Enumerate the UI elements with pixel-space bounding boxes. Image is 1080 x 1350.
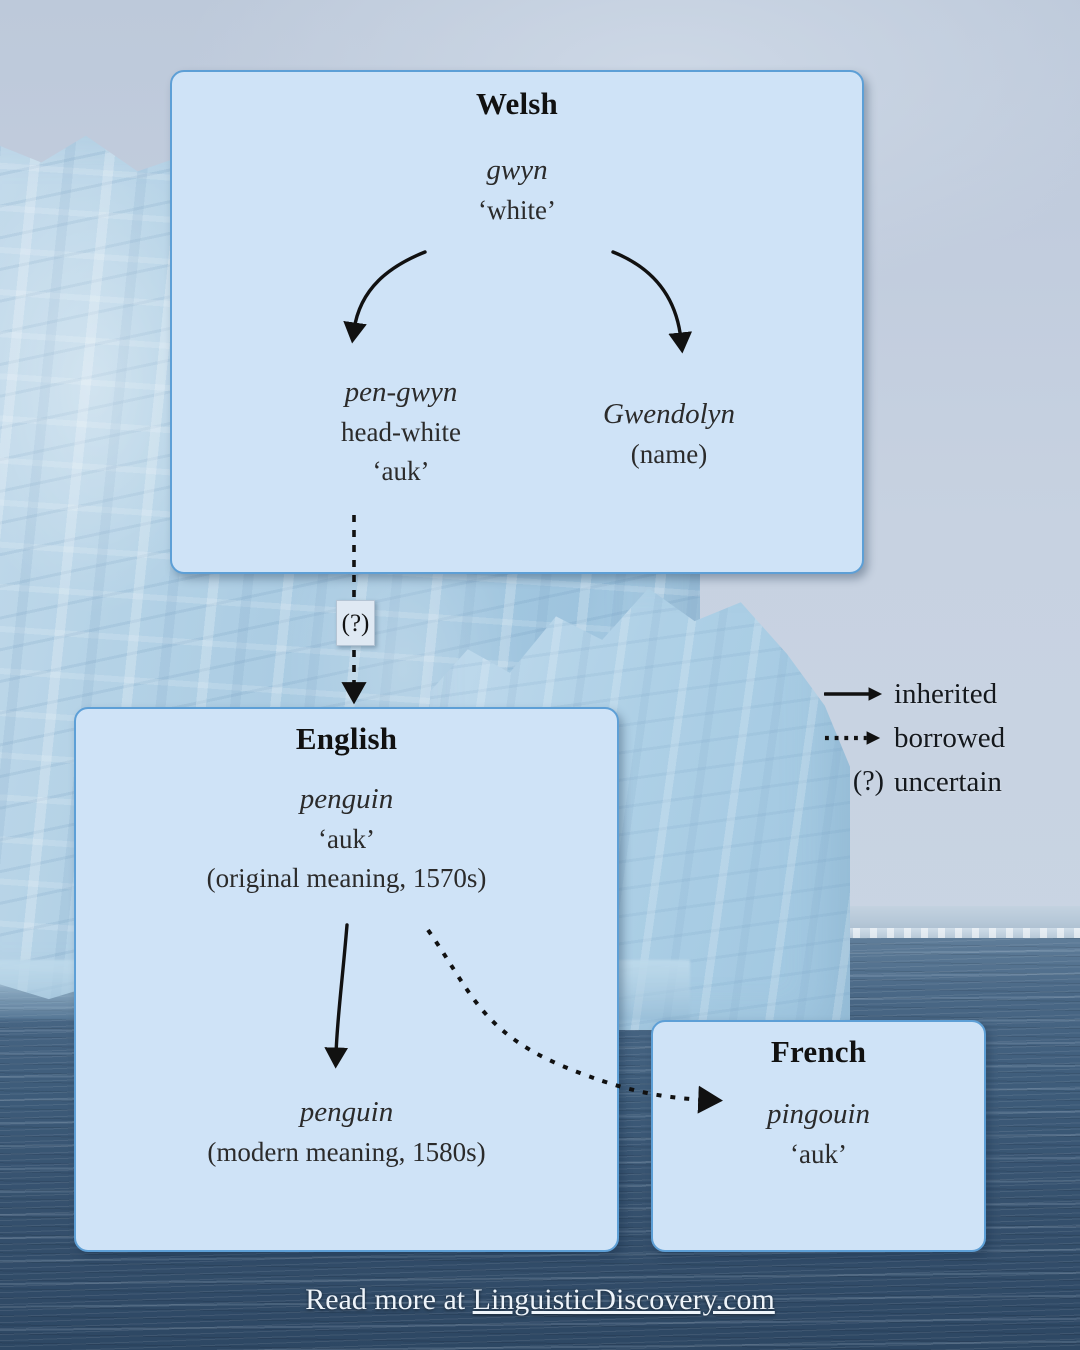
- solid-arrow-icon: [824, 684, 894, 704]
- english-modern-word: penguin: [299, 1096, 394, 1128]
- legend-row-uncertain: (?) uncertain: [824, 760, 1060, 804]
- french-entry: pingouin ‘auk’: [653, 1094, 984, 1174]
- welsh-gwendolyn-word: Gwendolyn: [602, 398, 736, 430]
- language-box-french: French pingouin ‘auk’: [651, 1020, 986, 1252]
- box-title-english: English: [295, 721, 398, 756]
- language-box-welsh: Welsh gwyn ‘white’ pen-gwyn head-white ‘…: [170, 70, 864, 574]
- welsh-gwendolyn-note: (name): [630, 439, 708, 470]
- english-modern-note: (modern meaning, 1580s): [207, 1137, 486, 1168]
- french-word: pingouin: [766, 1098, 871, 1130]
- legend-row-inherited: inherited: [824, 672, 1060, 716]
- english-original-word: penguin: [299, 783, 394, 815]
- legend-label-uncertain: uncertain: [894, 765, 1002, 798]
- legend-row-borrowed: borrowed: [824, 716, 1060, 760]
- legend-label-borrowed: borrowed: [894, 721, 1006, 754]
- language-box-english: English penguin ‘auk’ (original meaning,…: [74, 707, 619, 1252]
- french-gloss: ‘auk’: [790, 1139, 847, 1170]
- english-original-gloss: ‘auk’: [318, 824, 375, 855]
- footer-prefix: Read more at: [305, 1283, 473, 1316]
- uncertain-marker-icon: (?): [824, 766, 894, 798]
- box-title-french: French: [770, 1034, 867, 1069]
- english-original-entry: penguin ‘auk’ (original meaning, 1570s): [76, 779, 617, 897]
- welsh-root-gloss: ‘white’: [478, 195, 556, 226]
- english-modern-entry: penguin (modern meaning, 1580s): [76, 1092, 617, 1172]
- welsh-gwendolyn-entry: Gwendolyn (name): [538, 394, 800, 474]
- uncertain-glyph: (?): [852, 766, 884, 797]
- english-original-note: (original meaning, 1570s): [206, 862, 487, 893]
- welsh-pengwyn-word: pen-gwyn: [344, 376, 458, 408]
- footer-url[interactable]: LinguisticDiscovery.com: [472, 1283, 775, 1316]
- welsh-root-word: gwyn: [486, 154, 548, 186]
- welsh-pengwyn-entry: pen-gwyn head-white ‘auk’: [276, 372, 526, 490]
- welsh-pengwyn-gloss: ‘auk’: [372, 455, 430, 486]
- legend-label-inherited: inherited: [894, 677, 998, 710]
- legend: inherited borrowed (?) uncertain: [824, 672, 1060, 804]
- uncertainty-badge: (?): [336, 600, 375, 646]
- box-title-welsh: Welsh: [476, 86, 558, 121]
- footer-credit: Read more at LinguisticDiscovery.com: [0, 1283, 1080, 1317]
- dotted-arrow-icon: [824, 728, 894, 748]
- welsh-pengwyn-literal: head-white: [341, 417, 461, 448]
- welsh-root-entry: gwyn ‘white’: [172, 150, 862, 230]
